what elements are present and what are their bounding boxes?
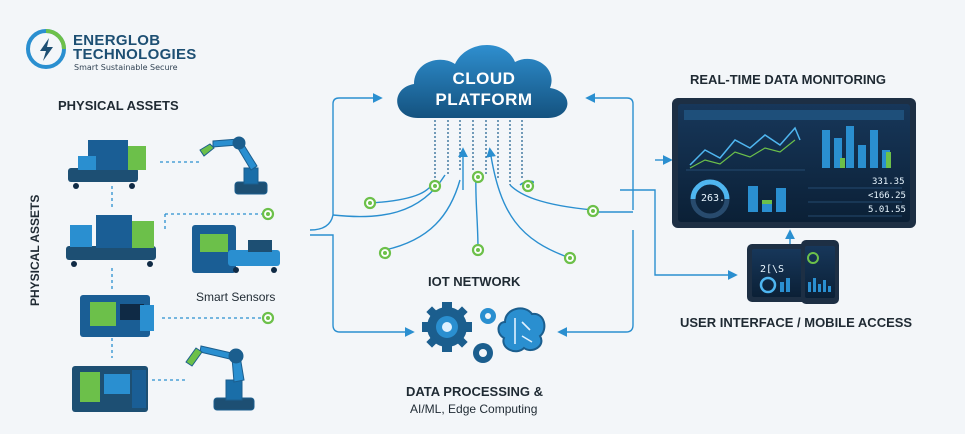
brand-tagline: Smart Sustainable Secure — [74, 63, 178, 72]
gauge-value: 26З. — [701, 193, 726, 204]
sensor-nodes — [261, 170, 600, 325]
user-interface-label: USER INTERFACE / MOBILE ACCESS — [680, 315, 913, 330]
machine-unit-4 — [72, 366, 148, 412]
physical-assets-title: PHYSICAL ASSETS — [58, 98, 179, 113]
machine-conveyor-1 — [68, 140, 146, 189]
data-processing-sublabel: AI/ML, Edge Computing — [410, 402, 538, 416]
monitor-dashboard — [672, 98, 916, 228]
dashboard-row3-value: 5.01.55 — [868, 205, 906, 215]
phone-device — [801, 240, 839, 304]
cloud-title-line2: PLATFORM — [435, 90, 533, 109]
gear-icon-large — [422, 302, 472, 352]
gear-icon-small-bottom — [473, 343, 493, 363]
cloud-drop-lines — [434, 120, 523, 185]
logo-icon — [26, 29, 66, 69]
robot-arm-1 — [199, 136, 268, 195]
tablet-device — [747, 244, 807, 302]
brain-icon — [497, 307, 546, 353]
machine-conveyor-2 — [66, 215, 156, 267]
smart-sensor-machine — [192, 225, 280, 273]
gear-icon-small-top — [480, 308, 496, 324]
sensor-dotted-lines — [111, 161, 268, 381]
outer-connectors — [309, 93, 795, 337]
dashboard-row1-value: 331.35 — [872, 177, 905, 187]
cloud-title-line1: CLOUD — [452, 69, 516, 88]
smart-sensors-label: Smart Sensors — [196, 290, 276, 304]
realtime-monitoring-title: REAL-TIME DATA MONITORING — [690, 72, 886, 87]
cloud-shape — [397, 44, 568, 118]
brand-name-line1: ENERGLOB — [73, 32, 161, 49]
machine-cnc — [80, 295, 154, 337]
data-processing-label: DATA PROCESSING & — [406, 384, 543, 399]
brand-name-line2: TECHNOLOGIES — [73, 46, 197, 63]
physical-assets-side-label: PHYSICAL ASSETS — [28, 194, 42, 306]
robot-arm-2 — [185, 345, 255, 411]
dashboard-row2-value: <166.25 — [868, 191, 906, 201]
iot-network-label: IOT NETWORK — [428, 274, 521, 289]
tablet-value: 2[\S — [760, 264, 785, 275]
cloud-platform-title: CLOUD PLATFORM — [420, 68, 548, 110]
